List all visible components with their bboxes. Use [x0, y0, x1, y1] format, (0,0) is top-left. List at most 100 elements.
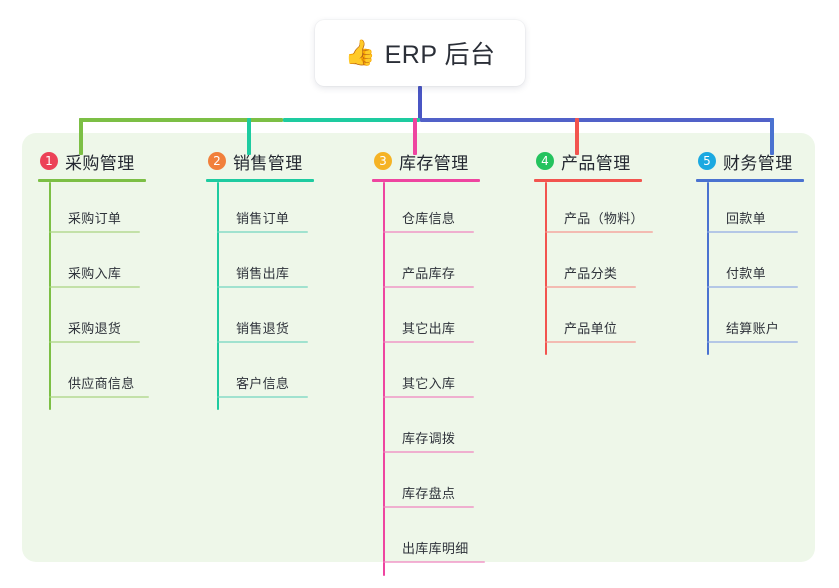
- branch-items-1: 采购订单 采购入库 采购退货 供应商信息: [38, 182, 149, 410]
- leaf-label: 库存调拨: [402, 431, 456, 446]
- leaf-rule: [707, 286, 798, 288]
- list-item[interactable]: 产品单位: [534, 292, 642, 347]
- list-item[interactable]: 仓库信息: [372, 182, 480, 237]
- branch-header-2[interactable]: 2 销售管理: [206, 148, 314, 174]
- list-item[interactable]: 产品库存: [372, 237, 480, 292]
- leaf-rule: [217, 231, 308, 233]
- branch-title-1: 采购管理: [65, 153, 135, 173]
- branch-title-5: 财务管理: [723, 153, 793, 173]
- leaf-rule: [217, 286, 308, 288]
- leaf-label: 供应商信息: [68, 376, 135, 391]
- leaf-label: 销售出库: [236, 266, 290, 281]
- branch-badge-3: 3: [374, 152, 392, 170]
- leaf-label: 产品库存: [402, 266, 456, 281]
- branch-title-2: 销售管理: [233, 153, 303, 173]
- leaf-label: 出库库明细: [402, 541, 469, 556]
- branch-spine-5: [707, 182, 709, 355]
- leaf-label: 回款单: [726, 211, 766, 226]
- leaf-rule: [49, 231, 140, 233]
- leaf-label: 产品单位: [564, 321, 618, 336]
- branch-underline-3: [372, 179, 480, 182]
- connector-bar-segment-purple: [420, 118, 774, 122]
- list-item[interactable]: 销售退货: [206, 292, 314, 347]
- leaf-label: 采购订单: [68, 211, 122, 226]
- leaf-rule: [383, 451, 474, 453]
- leaf-label: 结算账户: [726, 321, 780, 336]
- branch-items-3: 仓库信息 产品库存 其它出库 其它入库 库存调拨 库存盘点: [372, 182, 485, 576]
- leaf-rule: [545, 231, 653, 233]
- root-node[interactable]: 👍 ERP 后台: [315, 20, 525, 86]
- list-item[interactable]: 产品（物料）: [534, 182, 653, 237]
- list-item[interactable]: 出库库明细: [372, 512, 485, 567]
- list-item[interactable]: 其它出库: [372, 292, 480, 347]
- branch-items-5: 回款单 付款单 结算账户: [696, 182, 804, 355]
- branch-column-2: 2 销售管理 销售订单 销售出库 销售退货 客户信息: [206, 148, 314, 410]
- branch-drop-4: [575, 118, 579, 155]
- connector-bar-segment-green: [79, 118, 283, 122]
- list-item[interactable]: 采购订单: [38, 182, 146, 237]
- branch-column-5: 5 财务管理 回款单 付款单 结算账户: [696, 148, 804, 355]
- list-item[interactable]: 结算账户: [696, 292, 804, 347]
- leaf-label: 其它入库: [402, 376, 456, 391]
- list-item[interactable]: 其它入库: [372, 347, 480, 402]
- leaf-label: 仓库信息: [402, 211, 456, 226]
- list-item[interactable]: 销售出库: [206, 237, 314, 292]
- leaf-label: 客户信息: [236, 376, 290, 391]
- leaf-rule: [383, 396, 474, 398]
- branch-underline-4: [534, 179, 642, 182]
- branch-spine-2: [217, 182, 219, 410]
- branch-column-1: 1 采购管理 采购订单 采购入库 采购退货 供应商信息: [38, 148, 149, 410]
- branch-underline-2: [206, 179, 314, 182]
- branch-header-4[interactable]: 4 产品管理: [534, 148, 642, 174]
- branch-spine-3: [383, 182, 385, 576]
- leaf-label: 采购退货: [68, 321, 122, 336]
- list-item[interactable]: 库存调拨: [372, 402, 480, 457]
- list-item[interactable]: 客户信息: [206, 347, 314, 402]
- branch-header-3[interactable]: 3 库存管理: [372, 148, 480, 174]
- branch-header-1[interactable]: 1 采购管理: [38, 148, 146, 174]
- branch-spine-4: [545, 182, 547, 355]
- branch-header-5[interactable]: 5 财务管理: [696, 148, 804, 174]
- leaf-label: 产品分类: [564, 266, 618, 281]
- branch-column-3: 3 库存管理 仓库信息 产品库存 其它出库 其它入库 库存调拨: [372, 148, 485, 576]
- leaf-rule: [49, 341, 140, 343]
- leaf-label: 销售订单: [236, 211, 290, 226]
- leaf-rule: [49, 286, 140, 288]
- list-item[interactable]: 供应商信息: [38, 347, 149, 402]
- leaf-label: 其它出库: [402, 321, 456, 336]
- branch-items-4: 产品（物料） 产品分类 产品单位: [534, 182, 653, 355]
- list-item[interactable]: 产品分类: [534, 237, 642, 292]
- root-stem-connector: [418, 86, 422, 120]
- branch-title-4: 产品管理: [561, 153, 631, 173]
- leaf-label: 产品（物料）: [564, 211, 644, 226]
- leaf-rule: [383, 231, 474, 233]
- branch-drop-2: [247, 118, 251, 155]
- list-item[interactable]: 付款单: [696, 237, 804, 292]
- leaf-label: 销售退货: [236, 321, 290, 336]
- branch-underline-5: [696, 179, 804, 182]
- list-item[interactable]: 销售订单: [206, 182, 314, 237]
- leaf-rule: [707, 231, 798, 233]
- list-item[interactable]: 采购退货: [38, 292, 146, 347]
- branch-items-2: 销售订单 销售出库 销售退货 客户信息: [206, 182, 314, 410]
- list-item[interactable]: 库存盘点: [372, 457, 480, 512]
- leaf-label: 库存盘点: [402, 486, 456, 501]
- leaf-rule: [383, 506, 474, 508]
- leaf-rule: [217, 396, 308, 398]
- branch-underline-1: [38, 179, 146, 182]
- list-item[interactable]: 回款单: [696, 182, 804, 237]
- branch-badge-1: 1: [40, 152, 58, 170]
- thumbs-up-icon: 👍: [344, 38, 376, 67]
- branch-spine-1: [49, 182, 51, 410]
- diagram-background-panel: [22, 133, 815, 562]
- leaf-rule: [217, 341, 308, 343]
- leaf-rule: [545, 286, 636, 288]
- root-title: ERP 后台: [384, 41, 496, 69]
- list-item[interactable]: 采购入库: [38, 237, 146, 292]
- branch-drop-3: [413, 118, 417, 155]
- leaf-label: 采购入库: [68, 266, 122, 281]
- leaf-rule: [383, 286, 474, 288]
- branch-drop-5: [770, 118, 774, 155]
- leaf-rule: [545, 341, 636, 343]
